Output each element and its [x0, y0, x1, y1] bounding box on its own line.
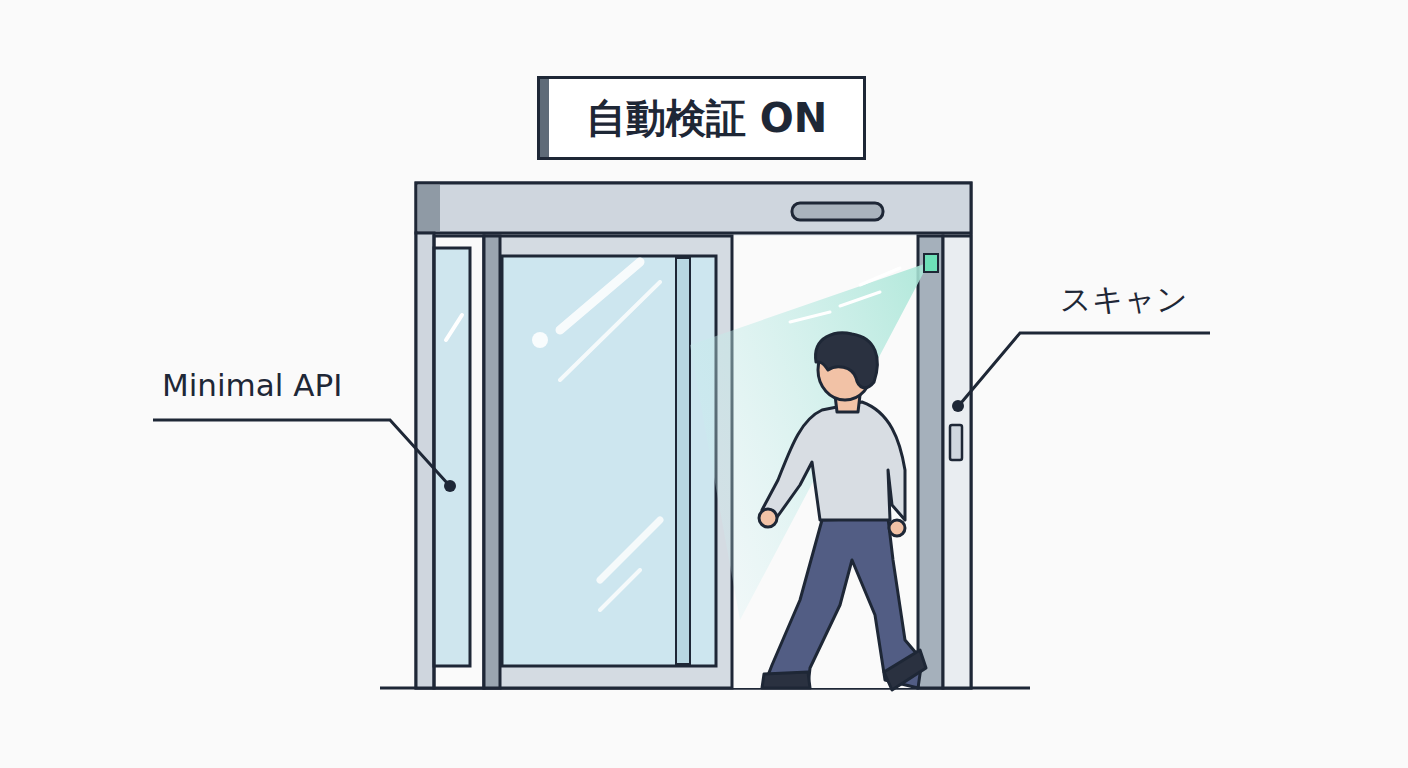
right-post [918, 236, 943, 688]
sign-box: 自動検証 ON [537, 76, 866, 160]
fixed-panel [434, 248, 470, 666]
callout-label: スキャン [1060, 282, 1188, 316]
walking-person [759, 333, 926, 690]
door-glass [502, 256, 716, 666]
top-beam [416, 183, 971, 233]
callout-label: Minimal API [162, 368, 342, 402]
leader-dot [952, 400, 964, 412]
sign-text: 自動検証 ON [560, 91, 843, 146]
door-handle [950, 425, 962, 460]
sensor-bar [792, 203, 883, 220]
leader-line [961, 333, 1210, 403]
sliding-door [484, 236, 732, 688]
sensor-light [924, 254, 938, 272]
door-frame [416, 183, 971, 688]
leader-dot [444, 480, 456, 492]
sign-stripe [540, 79, 549, 157]
leader-line [153, 420, 448, 484]
